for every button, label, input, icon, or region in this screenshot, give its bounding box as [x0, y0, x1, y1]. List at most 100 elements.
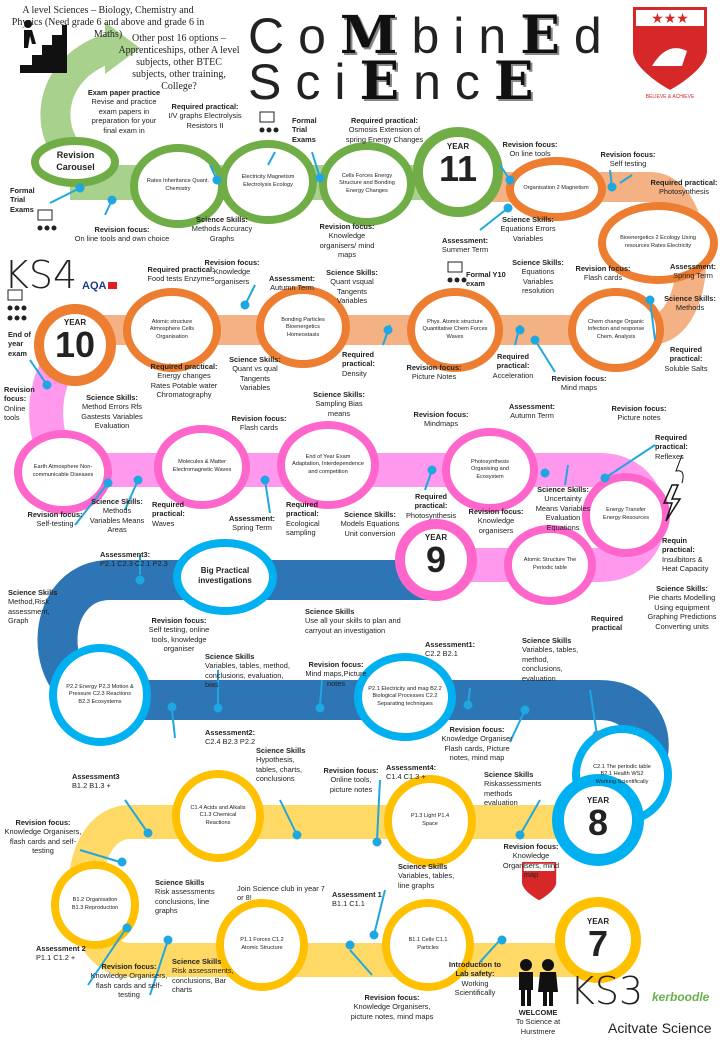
topic-circle: Energy Transfer Energy Resources: [602, 507, 649, 521]
a-level-note: A level Sciences – Biology, Chemistry an…: [11, 5, 205, 40]
y10-item: Required practical:Soluble Salts: [664, 345, 708, 373]
topic-circle: Bonding Particles Bioenergetics Homeosta…: [281, 316, 325, 338]
reflex-icon: [675, 454, 684, 484]
y9-item: Revision focus:Knowledge organisers: [468, 507, 524, 535]
y10-item: Science Skills:Quant vs qual Tangents Va…: [229, 355, 281, 393]
y11-item: Science Skills:Quant vsqual Tangents Var…: [326, 268, 378, 306]
connectors: [29, 151, 656, 996]
topic-circle: C1.4 Acids and Alkalis C1.3 Chemical Rea…: [190, 804, 246, 826]
activate-science-label: Acitvate Science: [608, 1020, 712, 1036]
y8-item: Revision focus:Knowledge Organisers, min…: [502, 842, 560, 880]
revision-carousel: Revision Carousel: [56, 150, 95, 172]
y9-item: Revision focus:Self-testing: [27, 510, 83, 529]
exam-hall-icon: [259, 111, 279, 133]
y11-item: Formal Trial Exams: [292, 116, 317, 144]
y8-item: Revision focus:Knowledge Organisers, fla…: [4, 818, 82, 856]
ks4-label: KS4: [4, 253, 78, 297]
y10-item: Revision focus:Mind maps: [551, 374, 607, 393]
y11-item: Revision focus:On line tools: [502, 140, 558, 159]
y11-item: Assessment:Autumn Term: [268, 274, 315, 293]
topic-circle: C2.1 The periodic table B2.1 Health WS2 …: [593, 763, 651, 785]
y11-item: Required practical:Osmosis Extension of …: [345, 116, 424, 144]
topic-circle: B1.2 Organisation B1.3 Reproduction: [71, 897, 119, 911]
y11-item: Science Skills:Methods: [664, 294, 716, 313]
topic-circle: Organisation 2 Magnetism: [523, 185, 589, 192]
y10-item: Required practical:Food tests Enzymes: [147, 265, 215, 284]
y10-item: Revision focus:Picture notes: [611, 404, 667, 423]
science-club-note: Join Science club in year 7 or 8!: [237, 884, 325, 903]
y11-item: Science Skills:Equations Errors Variable…: [500, 215, 556, 243]
y10-item: Revision focus:Picture Notes: [406, 363, 462, 382]
title-science: SciEncE: [248, 51, 548, 112]
y8-item: Assessment4:C1.4 C1.3 +: [386, 763, 437, 782]
y11-item: Formal Y10 exam: [466, 270, 506, 289]
y11-item: Required practical:Photosynthesis: [650, 178, 718, 197]
y7-item: Revision focus:Knowledge Organisers, fla…: [90, 962, 168, 1000]
y10-item: Assessment:Autumn Term: [508, 402, 555, 421]
y9-item: Required practical:Waves: [152, 500, 185, 528]
stairs-climber-icon: [20, 20, 67, 73]
students-icon: [519, 959, 558, 1006]
y9-item: Required practical:Photosynthesis: [405, 492, 457, 520]
y8-item: Assessment1:C2.2 B2.1: [425, 640, 476, 659]
y8-item: Assessment2:C2.4 B2.3 P2.2: [205, 728, 256, 747]
y11-item: Revision focus:Flash cards: [575, 264, 631, 283]
topic-circle: Phys. Atomic structure Quantitative Chem…: [422, 318, 488, 340]
y9-item: Requin practical:Insulbitors & Heat Capa…: [662, 536, 709, 574]
topic-circle: Bioenergetics 2 Ecology Using resources …: [620, 235, 696, 249]
y7-item: Revision focus:Knowledge Organisers, pic…: [350, 993, 434, 1021]
topic-circle: End of Year Exam Adaptation, Interdepend…: [292, 453, 364, 475]
y11-item: Revision focus:Knowledge organisers/ min…: [319, 222, 375, 260]
topic-circle: P2.1 Electricity and mag B2.2 Biological…: [368, 685, 442, 707]
topic-circle: B1.1 Cells C1.1 Particles: [408, 937, 448, 951]
topic-circle: P1.1 Forces C1.2 Atomic Structure: [240, 937, 284, 951]
y9-item: Assessment:Spring Term: [228, 514, 275, 533]
title-combined: CoMbinEd: [248, 5, 616, 66]
y9-item: Science Skills:Uncertainty Means Variabl…: [535, 485, 591, 532]
y11-item: Revision focus:Self testing: [600, 150, 656, 169]
topic-circle: P1.3 Light P1.4 Space: [410, 813, 450, 827]
topic-circle: Atomic Structure The Periodic table: [523, 557, 577, 571]
arrow-head: [105, 22, 140, 74]
y10-item: Required practical:Energy changes Rates …: [150, 362, 218, 400]
y11-item: Assessment:Spring Term: [669, 262, 716, 281]
y8-item: Revision focus:Online tools, picture not…: [323, 766, 379, 794]
topic-circle: Molecules & Matter Electromagnetic Waves: [172, 459, 232, 473]
lightning-icon: [662, 484, 682, 522]
y10-item: Required practical:Acceleration: [492, 352, 534, 380]
y9-item: Science Skills:Models Equations Unit con…: [340, 510, 400, 538]
y10-item: Science Skills:Method Errors Rfs Gastest…: [81, 393, 143, 431]
y9-item: Required practical:Ecological sampling: [286, 500, 320, 538]
topic-circle: Electricity Magnetism Electrolysis Ecolo…: [241, 174, 295, 188]
y9-item: Assessment3:P2.1 C2.3 C2.1 P2.3: [100, 550, 168, 569]
aqa-logo: AQA: [82, 280, 118, 292]
y8-item: Revision focus:Self testing, online tool…: [148, 616, 210, 654]
ks3-label: KS3: [570, 969, 644, 1013]
y9-item: Science Skills:Methods Variables Means A…: [89, 497, 145, 535]
kerboodle-logo: kerboodle: [652, 990, 710, 1004]
topic-circle: P2.2 Energy P2.3 Motion & Pressure C2.3 …: [66, 683, 134, 705]
y10-item: Required practical:Density: [342, 350, 375, 378]
y11-item: Science Skills:Methods Accuracy Graphs: [191, 215, 253, 243]
y11-item: Revision focus:Knowledge organisers: [204, 258, 260, 286]
topic-circle: Chem change Organic Infection and respon…: [587, 318, 645, 340]
